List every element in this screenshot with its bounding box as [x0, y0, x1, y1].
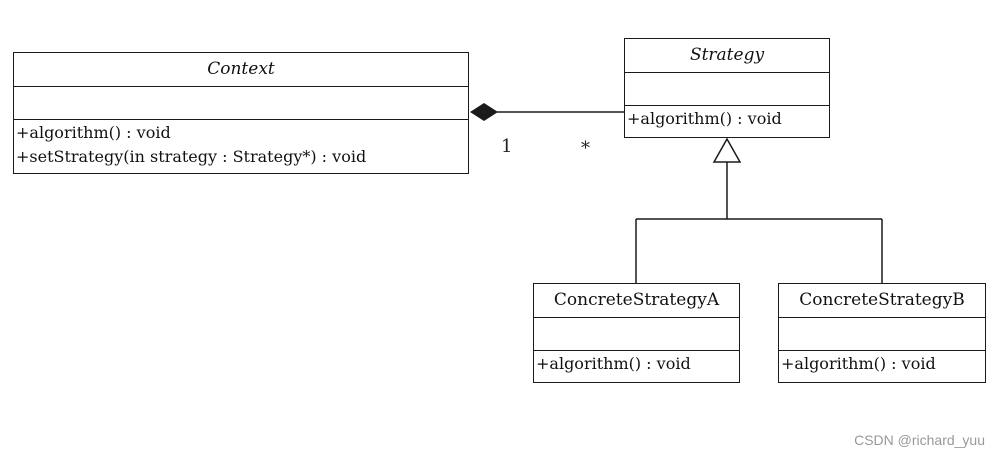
strategy-attributes-compartment	[625, 73, 829, 106]
concrete-strategy-a-attributes-compartment	[534, 318, 739, 351]
concrete-strategy-a-operation-algorithm: +algorithm() : void	[536, 354, 691, 373]
context-operation-set-strategy: +setStrategy(in strategy : Strategy*) : …	[16, 147, 367, 166]
strategy-operations-compartment: +algorithm() : void	[625, 106, 829, 133]
context-class-name: Context	[14, 53, 468, 87]
inheritance-triangle	[712, 137, 742, 163]
concrete-strategy-a-class-name: ConcreteStrategyA	[534, 284, 739, 318]
context-attributes-compartment	[14, 87, 468, 120]
concrete-strategy-a-operations-compartment: +algorithm() : void	[534, 351, 739, 378]
concrete-strategy-a-class-box[interactable]: ConcreteStrategyA +algorithm() : void	[533, 283, 740, 383]
strategy-class-box[interactable]: Strategy +algorithm() : void	[624, 38, 830, 138]
concrete-strategy-b-operations-compartment: +algorithm() : void	[779, 351, 985, 378]
concrete-strategy-b-operation-algorithm: +algorithm() : void	[781, 354, 936, 373]
multiplicity-context-end: 1	[501, 136, 513, 157]
context-operation-algorithm: +algorithm() : void	[16, 123, 171, 142]
multiplicity-strategy-end: *	[581, 138, 590, 159]
composition-diamond	[470, 103, 498, 121]
watermark-text: CSDN @richard_yuu	[854, 432, 985, 448]
context-operations-compartment: +algorithm() : void +setStrategy(in stra…	[14, 120, 468, 171]
strategy-class-name: Strategy	[625, 39, 829, 73]
concrete-strategy-b-class-name: ConcreteStrategyB	[779, 284, 985, 318]
concrete-strategy-b-attributes-compartment	[779, 318, 985, 351]
strategy-operation-algorithm: +algorithm() : void	[627, 109, 782, 128]
concrete-strategy-b-class-box[interactable]: ConcreteStrategyB +algorithm() : void	[778, 283, 986, 383]
context-class-box[interactable]: Context +algorithm() : void +setStrategy…	[13, 52, 469, 174]
